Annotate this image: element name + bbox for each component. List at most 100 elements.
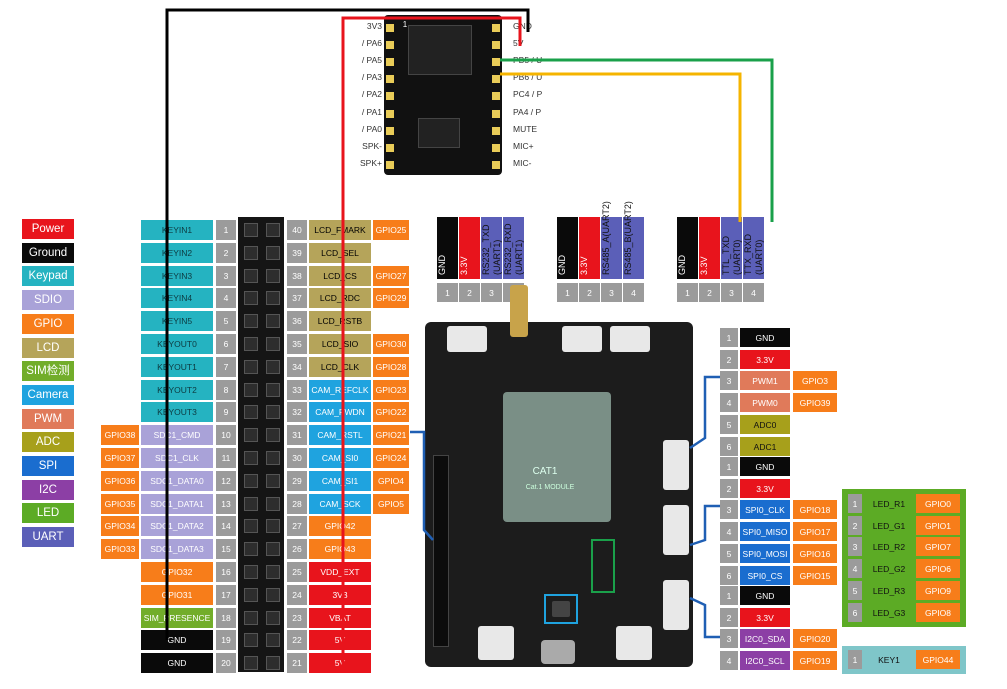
pin-num-right: 40 bbox=[287, 220, 307, 240]
pin-num-right: 26 bbox=[287, 539, 307, 560]
right-pin-name: SPI0_MISO bbox=[740, 522, 790, 542]
gpio-tag-right: GPIO28 bbox=[373, 356, 409, 377]
wire-rx bbox=[500, 58, 774, 222]
header-pin bbox=[244, 610, 258, 625]
led-highlight bbox=[591, 539, 615, 593]
gpio-tag-right: GPIO29 bbox=[373, 288, 409, 309]
header-pin bbox=[266, 291, 280, 306]
uart-pin-num: 2 bbox=[699, 283, 720, 302]
led-gpio: GPIO0 bbox=[916, 494, 960, 513]
module-pad bbox=[492, 160, 500, 169]
module-pad bbox=[492, 109, 500, 118]
module-pad bbox=[492, 58, 500, 67]
header-pin bbox=[244, 268, 258, 283]
right-pin-name: 3.3V bbox=[740, 607, 790, 627]
pin-name-left: SDC1_DATA3 bbox=[141, 539, 213, 560]
pin-num-left: 7 bbox=[216, 356, 236, 377]
pin-name-left: SDC1_CLK bbox=[141, 448, 213, 468]
right-gpio-tag: GPIO19 bbox=[793, 651, 837, 671]
gpio-tag-left: GPIO36 bbox=[101, 470, 139, 491]
pin-name-left: KEYOUT1 bbox=[141, 356, 213, 377]
header-pin bbox=[244, 656, 258, 671]
pin-name-right: CAM_PWDN bbox=[309, 402, 371, 423]
pin-num-left: 12 bbox=[216, 470, 236, 491]
module-left-pin: / PA2 bbox=[361, 89, 382, 100]
gpio-tag-right: GPIO25 bbox=[373, 220, 409, 240]
right-pin-num: 4 bbox=[720, 393, 738, 413]
pin-num-left: 13 bbox=[216, 493, 236, 514]
gpio-tag-right: GPIO5 bbox=[373, 493, 409, 514]
led-gpio: GPIO7 bbox=[916, 537, 960, 557]
header-pin bbox=[244, 496, 258, 511]
pin-name-right: GPIO42 bbox=[309, 516, 371, 537]
right-pin-name: 3.3V bbox=[740, 478, 790, 498]
legend-5: LCD bbox=[22, 337, 74, 358]
module-right-pin: PB6 / U bbox=[513, 72, 543, 83]
pin-name-left: SIM_PRESENCE bbox=[141, 607, 213, 628]
board-side-connector bbox=[663, 440, 689, 490]
pin-name-right: LCD_CLK bbox=[309, 356, 371, 377]
right-pin-name: GND bbox=[740, 457, 790, 476]
pin-num-right: 36 bbox=[287, 311, 307, 332]
header-pin bbox=[266, 542, 280, 557]
module-left-pin: / PA1 bbox=[361, 106, 382, 117]
right-gpio-tag: GPIO17 bbox=[793, 522, 837, 542]
led-gpio: GPIO9 bbox=[916, 580, 960, 600]
wire-cam bbox=[410, 430, 434, 541]
right-pin-num: 3 bbox=[720, 629, 738, 649]
header-pin bbox=[266, 473, 280, 488]
module-right-pin: PC4 / P bbox=[513, 89, 543, 100]
right-pin-name: ADC0 bbox=[740, 414, 790, 434]
pin-num-right: 32 bbox=[287, 402, 307, 423]
uart-pin-num: 2 bbox=[459, 283, 480, 302]
board-connector bbox=[562, 326, 602, 352]
module-left-pin: / PA0 bbox=[361, 123, 382, 134]
module-pad bbox=[492, 92, 500, 101]
gpio-tag-right: GPIO21 bbox=[373, 425, 409, 446]
key-name: KEY1 bbox=[878, 655, 900, 665]
pin-name-left: KEYOUT2 bbox=[141, 379, 213, 400]
module-pad bbox=[386, 92, 394, 101]
uart-pin-num: 1 bbox=[557, 283, 578, 302]
legend-4: GPIO bbox=[22, 313, 74, 334]
header-pin bbox=[266, 382, 280, 397]
legend-13: UART bbox=[22, 527, 74, 548]
pin-num-right: 23 bbox=[287, 607, 307, 628]
pin-name-right: 3V3 bbox=[309, 584, 371, 605]
legend-2: Keypad bbox=[22, 266, 74, 287]
gpio-tag-left: GPIO34 bbox=[101, 516, 139, 537]
reset-button bbox=[552, 601, 570, 617]
pin-name-left: KEYIN1 bbox=[141, 220, 213, 240]
board-bottom-connector bbox=[478, 626, 514, 660]
uart-pin-num: 2 bbox=[579, 283, 600, 302]
pin-num-right: 35 bbox=[287, 334, 307, 354]
right-pin-name: PWM1 bbox=[740, 371, 790, 391]
pin-name-right: 5V bbox=[309, 653, 371, 674]
pin-name-left: SDC1_CMD bbox=[141, 425, 213, 446]
right-pin-name: I2C0_SCL bbox=[740, 651, 790, 671]
pin-name-left: KEYOUT0 bbox=[141, 334, 213, 354]
header-pin bbox=[244, 451, 258, 465]
pin-name-left: SDC1_DATA2 bbox=[141, 516, 213, 537]
legend-8: PWM bbox=[22, 408, 74, 429]
module-pad bbox=[492, 75, 500, 84]
pin-name-right: VDD_EXT bbox=[309, 562, 371, 582]
right-pin-num: 1 bbox=[720, 328, 738, 347]
pin-name-left: GPIO32 bbox=[141, 562, 213, 582]
header-pin bbox=[244, 382, 258, 397]
right-pin-num: 6 bbox=[720, 436, 738, 456]
wire-spi bbox=[689, 504, 720, 547]
right-pin-num: 1 bbox=[720, 586, 738, 605]
module-pad bbox=[386, 58, 394, 67]
led-name: LED_G3 bbox=[864, 602, 914, 622]
pin-num-left: 17 bbox=[216, 584, 236, 605]
module-pin1-label: 1 bbox=[402, 20, 408, 29]
header-pin bbox=[266, 565, 280, 579]
pin-name-right: LCD_RDC bbox=[309, 288, 371, 309]
module-right-pin: MUTE bbox=[513, 123, 538, 134]
led-name: LED_G1 bbox=[864, 515, 914, 535]
header-pin bbox=[266, 587, 280, 602]
key-highlight bbox=[544, 594, 578, 624]
right-pin-num: 5 bbox=[720, 543, 738, 563]
right-gpio-tag: GPIO20 bbox=[793, 629, 837, 649]
